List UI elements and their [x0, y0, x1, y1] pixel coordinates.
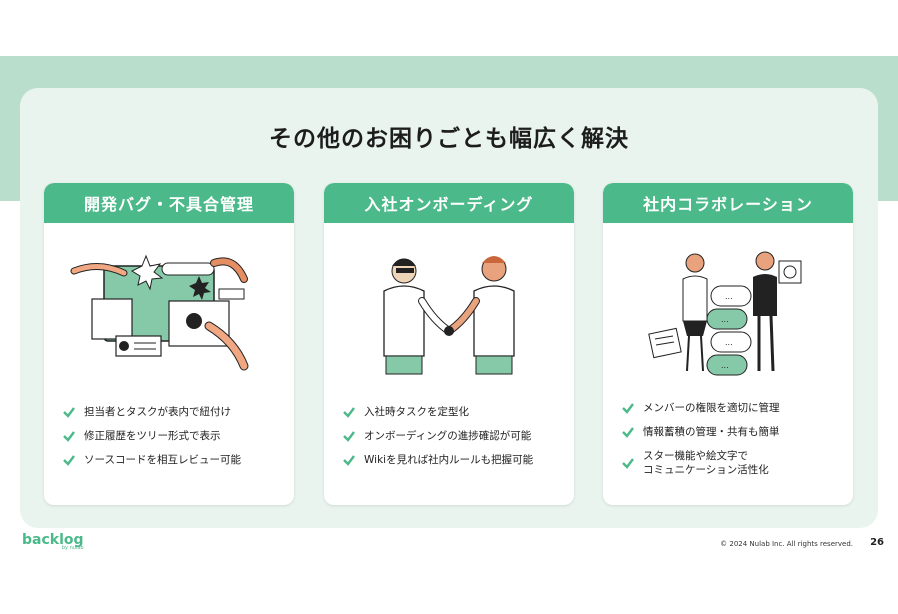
list-item: オンボーディングの進捗確認が可能	[342, 429, 533, 443]
check-icon	[622, 403, 634, 414]
check-icon	[343, 455, 355, 466]
page-number: 26	[870, 537, 884, 548]
svg-text:...: ...	[721, 361, 729, 370]
check-icon	[622, 458, 634, 469]
card-collaboration: 社内コラボレーション ... ... ... ... メンバーの権限を適切に管理…	[603, 183, 853, 505]
list-item: 担当者とタスクが表内で紐付け	[62, 405, 241, 419]
slide-title: その他のお困りごとも幅広く解決	[269, 126, 629, 152]
bug-management-illustration	[70, 254, 249, 371]
point-list: 担当者とタスクが表内で紐付け 修正履歴をツリー形式で表示 ソースコードを相互レビ…	[62, 405, 241, 477]
check-icon	[63, 407, 75, 418]
check-icon	[343, 431, 355, 442]
point-list: 入社時タスクを定型化 オンボーディングの進捗確認が可能 Wikiを見れば社内ルー…	[342, 405, 533, 477]
copyright: © 2024 Nulab Inc. All rights reserved.	[720, 540, 853, 548]
card-onboarding: 入社オンボーディング 入社時タスクを定型化 オンボーディングの進捗確認が可能 W…	[324, 183, 574, 505]
handshake-illustration	[383, 256, 515, 375]
check-icon	[343, 407, 355, 418]
list-item: 入社時タスクを定型化	[342, 405, 533, 419]
card-heading: 入社オンボーディング	[324, 183, 574, 223]
svg-text:...: ...	[725, 292, 733, 301]
check-icon	[622, 427, 634, 438]
list-item: ソースコードを相互レビュー可能	[62, 453, 241, 467]
list-item: スター機能や絵文字でコミュニケーション活性化	[621, 449, 780, 477]
check-icon	[63, 455, 75, 466]
card-heading: 開発バグ・不具合管理	[44, 183, 294, 223]
list-item: メンバーの権限を適切に管理	[621, 401, 780, 415]
list-item: 修正履歴をツリー形式で表示	[62, 429, 241, 443]
list-item: 情報蓄積の管理・共有も簡単	[621, 425, 780, 439]
collaboration-illustration: ... ... ... ...	[648, 251, 802, 376]
card-heading: 社内コラボレーション	[603, 183, 853, 223]
card-bug-management: 開発バグ・不具合管理 担当者とタスクが表内で紐付け 修正履歴をツリー形式で表示 …	[44, 183, 294, 505]
list-item: Wikiを見れば社内ルールも把握可能	[342, 453, 533, 467]
svg-text:...: ...	[725, 338, 733, 347]
svg-text:...: ...	[721, 315, 729, 324]
check-icon	[63, 431, 75, 442]
point-list: メンバーの権限を適切に管理 情報蓄積の管理・共有も簡単 スター機能や絵文字でコミ…	[621, 401, 780, 487]
